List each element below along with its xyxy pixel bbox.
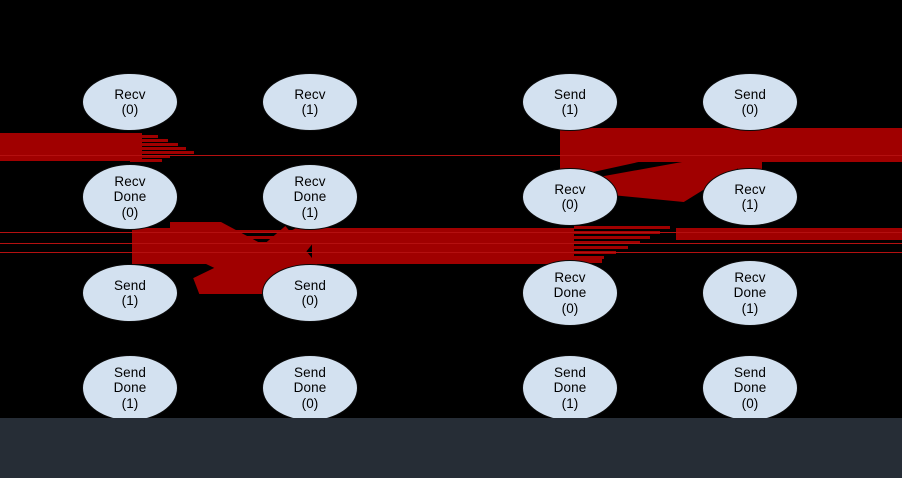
edge-stair-ml-3: [180, 242, 292, 245]
edge-stair-mc-2: [574, 231, 660, 234]
edge-band-mid-center: [312, 228, 574, 264]
edge-stair-mc-1: [574, 226, 670, 229]
edge-wedge-send1-recv1: [566, 128, 746, 174]
node-send-0-top[interactable]: Send (0): [702, 73, 798, 131]
node-send-done-0b[interactable]: Send Done (0): [702, 355, 798, 418]
node-label: Send (0): [294, 277, 326, 309]
node-send-done-1b[interactable]: Send Done (1): [522, 355, 618, 418]
edge-stair-ml-4: [172, 248, 282, 251]
edge-stair-ul-6: [130, 155, 170, 158]
node-label: Send Done (1): [113, 364, 147, 411]
node-label: Recv (0): [114, 86, 146, 118]
edge-band-upper-right: [620, 128, 902, 162]
node-label: Send Done (1): [553, 364, 587, 411]
edge-stair-ul-5: [130, 151, 194, 154]
edge-stair-ur-2: [632, 137, 736, 140]
node-send-done-0[interactable]: Send Done (0): [262, 355, 358, 418]
edge-stair-mc-7: [574, 256, 604, 259]
node-label: Recv (0): [554, 181, 586, 213]
node-label: Send (1): [114, 277, 146, 309]
edge-stair-ul-4: [130, 147, 186, 150]
edge-stair-ur-3: [644, 142, 734, 145]
node-label: Send Done (0): [293, 364, 327, 411]
edge-stair-ml-1: [196, 230, 306, 233]
node-label: Recv Done (1): [733, 269, 767, 316]
edge-stair-ur-1: [620, 132, 740, 135]
edge-stair-ur-4: [656, 147, 732, 150]
edge-hairline-a: [0, 155, 902, 156]
node-label: Recv (1): [294, 86, 326, 118]
edge-hairline-d: [0, 252, 902, 253]
viewer-footer: [0, 418, 902, 478]
node-label: Send (1): [554, 86, 586, 118]
node-recv-0[interactable]: Recv (0): [82, 73, 178, 131]
node-label: Recv Done (0): [553, 269, 587, 316]
edge-stair-ul-2: [130, 139, 168, 142]
edge-stair-mc-6: [574, 251, 616, 254]
node-send-done-1[interactable]: Send Done (1): [82, 355, 178, 418]
node-recv-1-mid[interactable]: Recv (1): [702, 168, 798, 226]
edge-stair-mc-4: [574, 241, 640, 244]
edge-stair-ul-7: [130, 159, 162, 162]
edge-stair-ur-5: [668, 152, 730, 155]
node-label: Send Done (0): [733, 364, 767, 411]
node-recv-done-0[interactable]: Recv Done (0): [82, 164, 178, 230]
edge-band-mid-left: [132, 228, 218, 264]
node-label: Send (0): [734, 86, 766, 118]
node-send-1-top[interactable]: Send (1): [522, 73, 618, 131]
edge-wedge-send0-down: [738, 128, 762, 172]
edge-stair-mc-5: [574, 246, 628, 249]
graph-canvas[interactable]: Recv (0) Recv (1) Send (1) Send (0) Recv…: [0, 0, 902, 418]
edge-hairline-c: [0, 243, 902, 244]
node-label: Recv Done (1): [293, 173, 327, 220]
edge-stair-mc-3: [574, 236, 650, 239]
node-recv-done-1[interactable]: Recv Done (1): [262, 164, 358, 230]
node-recv-done-1b[interactable]: Recv Done (1): [702, 260, 798, 326]
edge-band-mid-right: [676, 228, 902, 240]
node-label: Recv Done (0): [113, 173, 147, 220]
node-send-1[interactable]: Send (1): [82, 264, 178, 322]
node-send-0[interactable]: Send (0): [262, 264, 358, 322]
edge-stair-ul-3: [130, 143, 178, 146]
node-label: Recv (1): [734, 181, 766, 213]
node-recv-0-mid[interactable]: Recv (0): [522, 168, 618, 226]
edge-hairline-b: [0, 232, 902, 233]
edge-stair-ul-1: [130, 135, 158, 138]
edge-stair-ml-2: [188, 236, 300, 239]
node-recv-done-0b[interactable]: Recv Done (0): [522, 260, 618, 326]
node-recv-1[interactable]: Recv (1): [262, 73, 358, 131]
edge-band-upper-left: [0, 133, 142, 161]
